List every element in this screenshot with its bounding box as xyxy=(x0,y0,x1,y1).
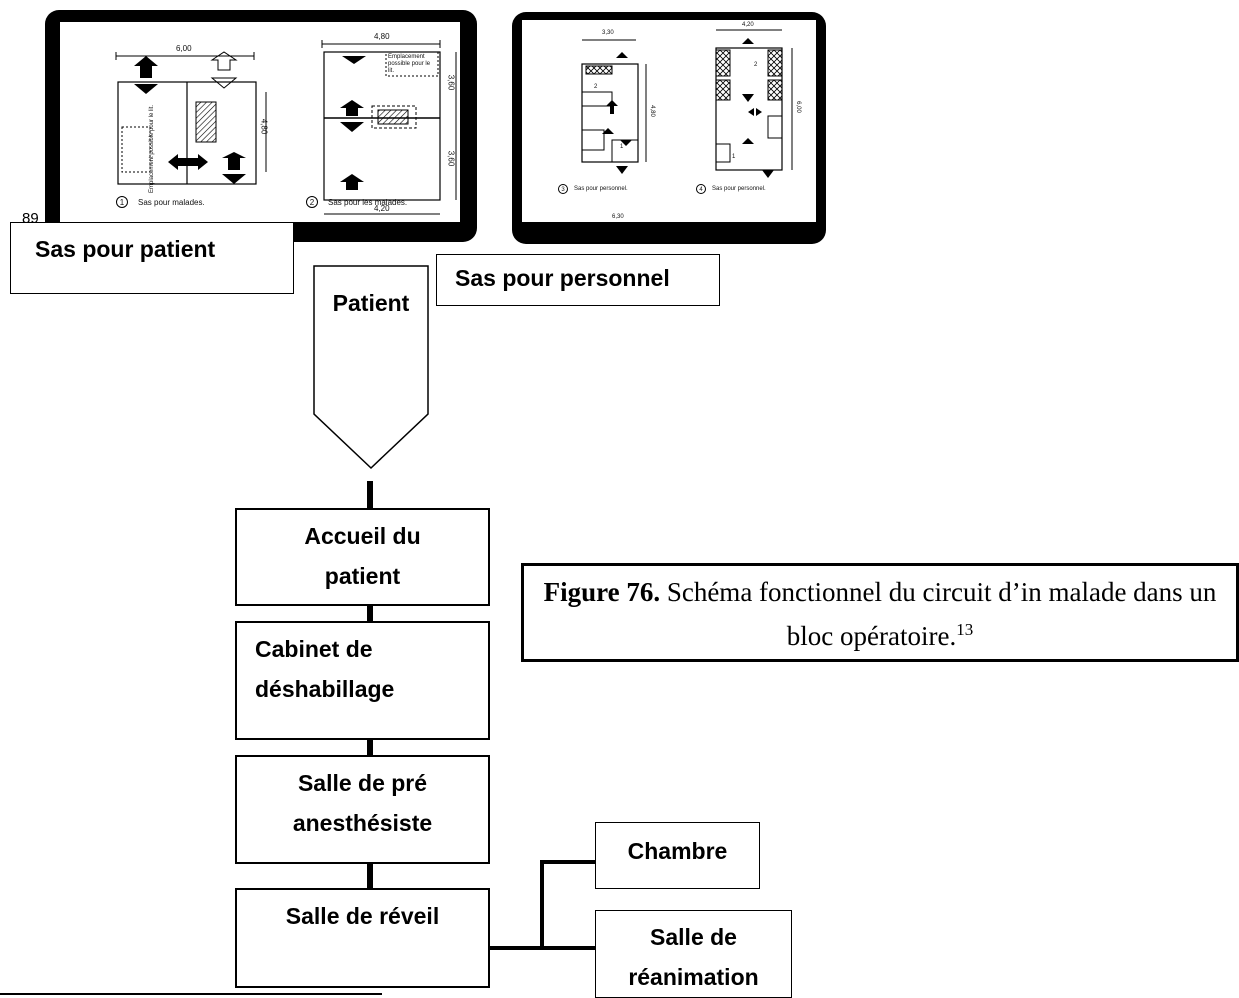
flow-box-cabinet: Cabinet de déshabillage xyxy=(235,621,490,740)
connector-patient-accueil xyxy=(367,481,373,510)
plan-3-room-2: 2 xyxy=(594,84,598,90)
flow-box-chambre: Chambre xyxy=(595,822,760,889)
staff-airlock-plan: 3,30 4,20 4,80 6,00 2 1 2 1 3 Sas pour p… xyxy=(522,20,816,222)
flow-box-reanimation: Salle de réanimation xyxy=(595,910,792,998)
dim-side-1-label: 4,80 xyxy=(259,118,269,135)
flow-box-accueil-text: Accueil du patient xyxy=(304,523,421,589)
dim-4-side-label: 6,00 xyxy=(794,101,801,113)
patient-airlock-plan: 6,00 4,80 4,80 3,60 3,60 4,20 Emplacemen… xyxy=(60,22,460,222)
flow-box-reanimation-text: Salle de réanimation xyxy=(628,924,759,990)
plan-3-room-1: 1 xyxy=(620,144,624,150)
flow-box-pre-anesthesie: Salle de pré anesthésiste xyxy=(235,755,490,864)
sas-personnel-text: Sas pour personnel xyxy=(455,265,670,291)
plan-4-room-2: 2 xyxy=(754,62,758,68)
sas-patient-label: Sas pour patient xyxy=(10,222,294,294)
connector-branch-chambre xyxy=(540,860,596,864)
connector-cabinet-pre xyxy=(367,738,373,757)
flow-box-reveil-text: Salle de réveil xyxy=(285,903,440,929)
dim-4-top-label: 4,20 xyxy=(742,22,754,28)
bed-location-note-right: Emplacement possible pour le lit. xyxy=(388,54,431,74)
footnote-separator xyxy=(0,993,382,995)
sas-personnel-label: Sas pour personnel xyxy=(436,254,720,306)
dim-top-label: 6,00 xyxy=(176,44,192,53)
connector-branch-vertical xyxy=(540,860,544,948)
figure-caption-text: Schéma fonctionnel du circuit d’in malad… xyxy=(666,577,1217,651)
flow-box-chambre-text: Chambre xyxy=(627,838,728,864)
plan-1-caption: Sas pour malades. xyxy=(138,198,205,207)
connector-reveil-branch xyxy=(488,946,598,950)
figure-label: Figure 76. xyxy=(543,577,661,607)
staff-airlock-plan-drawing xyxy=(581,29,793,178)
sas-patient-text: Sas pour patient xyxy=(35,236,216,262)
plan-2-caption: Sas pour les malades. xyxy=(328,198,408,207)
dim-3-top-label: 3,30 xyxy=(602,30,614,36)
plan-4-room-1: 1 xyxy=(732,154,736,160)
patient-arrow-shape xyxy=(313,265,429,470)
flow-box-cabinet-text: Cabinet de déshabillage xyxy=(255,636,395,702)
dim-bottom-label: 4,20 xyxy=(374,204,390,213)
flow-box-pre-anesthesie-text: Salle de pré anesthésiste xyxy=(292,770,433,836)
dim-3-side-label: 4,80 xyxy=(648,105,655,117)
bed-location-note-left: Emplacement possible pour le lit. xyxy=(149,104,156,194)
plan-3-caption: Sas pour personnel. xyxy=(574,186,628,192)
dim-side-2-label: 3,60 xyxy=(446,74,456,91)
dim-side-3-label: 3,60 xyxy=(446,150,456,167)
footnote-ref: 13 xyxy=(956,620,974,639)
patient-arrow-label: Patient xyxy=(332,290,410,316)
plan-3-number: 3 xyxy=(558,184,568,194)
flow-box-reveil: Salle de réveil xyxy=(235,888,490,988)
plan-4-caption: Sas pour personnel. xyxy=(712,186,766,192)
plan-1-number: 1 xyxy=(116,196,128,208)
figure-caption: Figure 76. Schéma fonctionnel du circuit… xyxy=(521,563,1239,662)
dim-bottom-label-staff: 6,30 xyxy=(612,214,624,220)
connector-pre-reveil xyxy=(367,862,373,890)
flow-box-accueil: Accueil du patient xyxy=(235,508,490,606)
dim-top-right-label: 4,80 xyxy=(374,32,390,41)
patient-airlock-plan-drawing xyxy=(115,40,457,215)
plan-2-number: 2 xyxy=(306,196,318,208)
plan-4-number: 4 xyxy=(696,184,706,194)
connector-accueil-cabinet xyxy=(367,603,373,623)
